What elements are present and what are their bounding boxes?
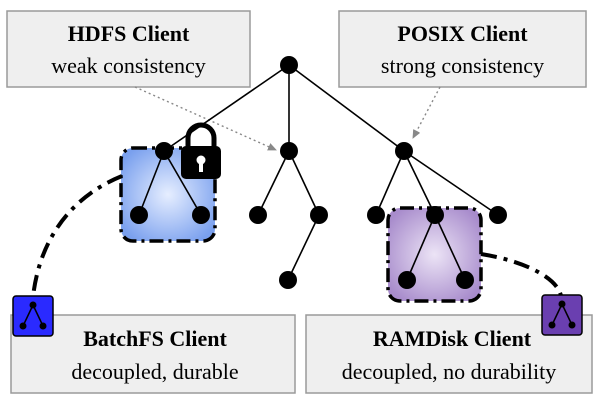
batchfs-client-box: BatchFS Client decoupled, durable [10, 314, 296, 394]
lock-icon [181, 122, 221, 179]
posix-client-title: POSIX Client [397, 21, 528, 46]
namespace-tree-nodes [130, 56, 507, 289]
tree-node [367, 206, 385, 224]
tree-node [155, 142, 173, 160]
posix-client-box: POSIX Client strong consistency [338, 10, 587, 88]
tree-node [249, 206, 267, 224]
batchfs-client-subtitle: decoupled, durable [71, 359, 238, 384]
ramdisk-tree-icon [541, 294, 583, 336]
ramdisk-client-title: RAMDisk Client [373, 326, 532, 351]
tree-node-root [280, 56, 298, 74]
tree-node [192, 206, 210, 224]
tree-node [280, 142, 298, 160]
ramdisk-client-box: RAMDisk Client decoupled, no durability [305, 314, 593, 394]
hdfs-client-subtitle: weak consistency [51, 53, 206, 78]
namespace-tree-edges [138, 64, 499, 281]
batchfs-connector-line [31, 174, 123, 298]
tree-node [426, 206, 444, 224]
ramdisk-client-subtitle: decoupled, no durability [342, 359, 556, 384]
tree-node [489, 206, 507, 224]
tree-node [395, 142, 413, 160]
batchfs-tree-icon [12, 295, 54, 337]
posix-client-subtitle: strong consistency [381, 53, 544, 78]
ramdisk-connector-line [480, 252, 563, 297]
posix-pointer-arrow [412, 86, 441, 139]
hdfs-client-box: HDFS Client weak consistency [6, 10, 251, 88]
batchfs-client-title: BatchFS Client [83, 326, 227, 351]
tree-node [398, 271, 416, 289]
tree-node [310, 206, 328, 224]
hdfs-client-title: HDFS Client [68, 21, 190, 46]
hdfs-pointer-arrow [134, 86, 277, 151]
tree-node [130, 206, 148, 224]
tree-node [456, 271, 474, 289]
tree-node [279, 271, 297, 289]
